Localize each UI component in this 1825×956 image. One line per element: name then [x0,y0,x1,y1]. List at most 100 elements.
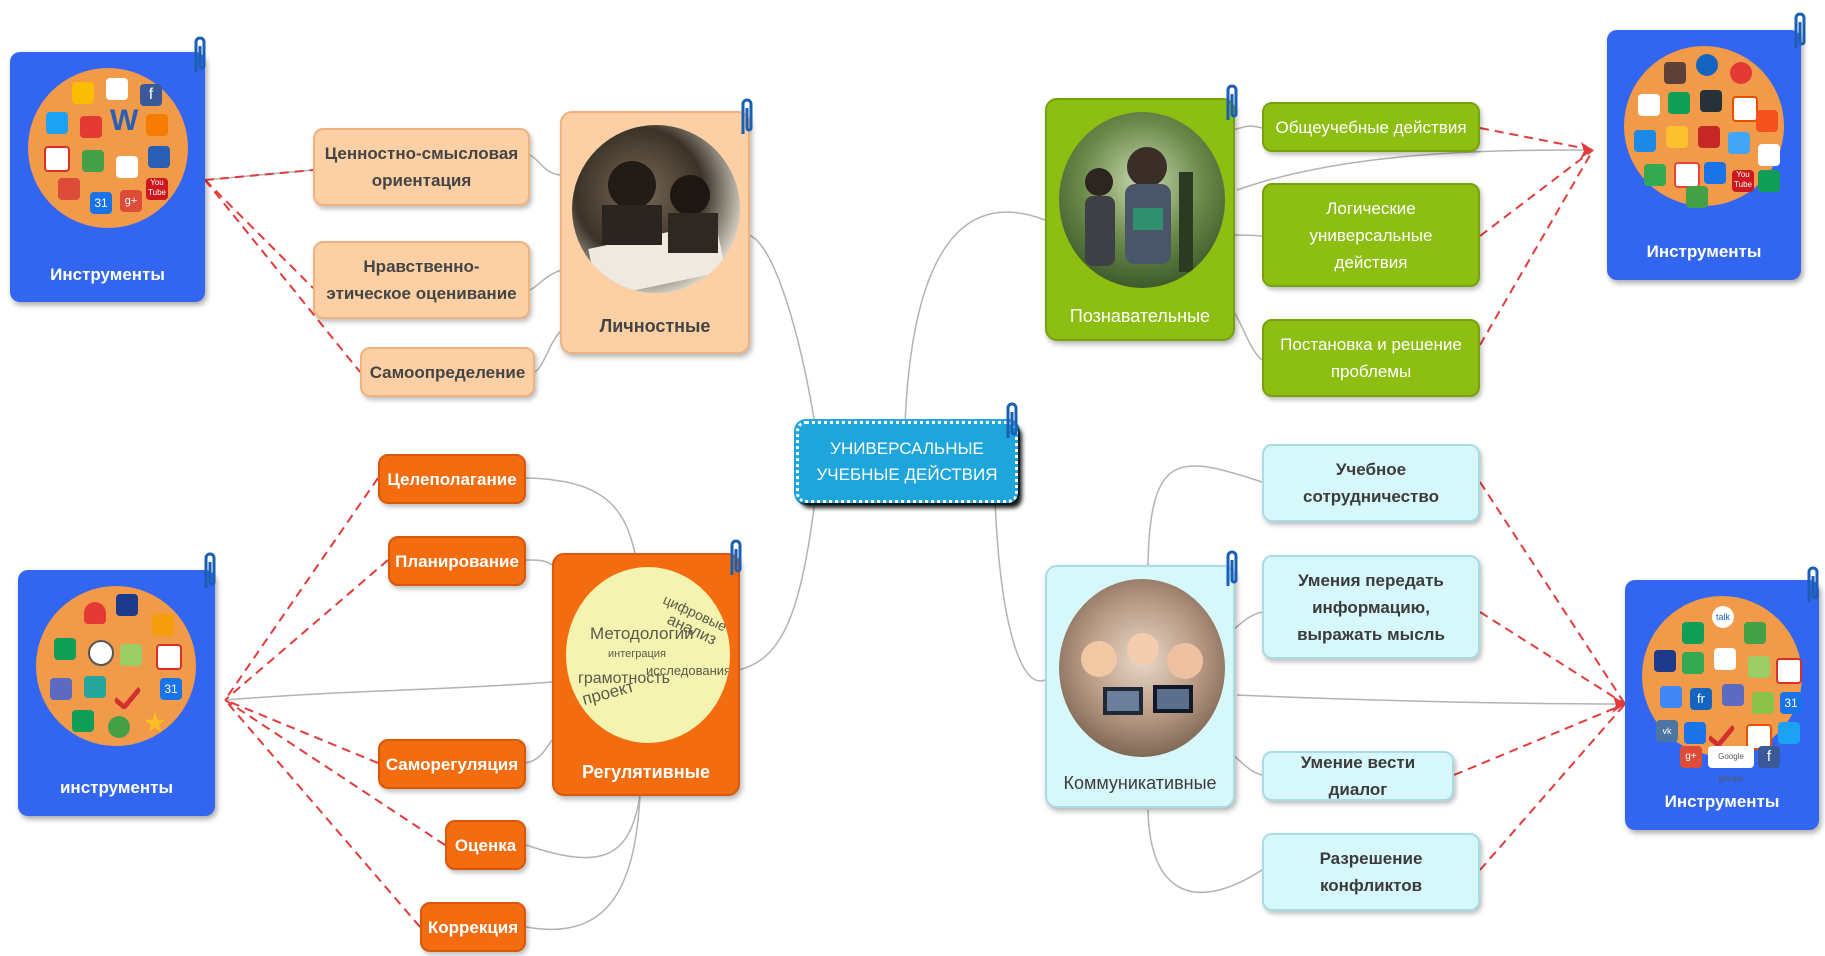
dash-bl-3 [224,699,379,764]
people-icon [50,678,72,700]
gmail-icon [44,146,70,172]
drive-icon [1660,686,1682,708]
regulatory-item-planning-label: Планирование [395,551,519,571]
cognitive-item-logical[interactable]: Логические универсальные действия [1262,183,1480,287]
tools-bottom-left-label: инструменты [59,778,174,797]
regulatory-item-selfregulation[interactable]: Саморегуляция [378,739,526,789]
google-plus-icon: g+ [120,190,142,212]
paperclip-icon[interactable] [1222,80,1242,124]
calendar-icon: 31 [90,192,112,214]
tools-icon-cluster: 31 [36,586,196,746]
paperclip-icon[interactable] [737,94,757,138]
word-icon: W [110,104,139,137]
link-personal-item2 [529,269,563,291]
branch-cognitive[interactable]: Познавательные [1045,98,1235,341]
branch-communicative[interactable]: Коммуникативные [1045,565,1235,808]
cognitive-item-problem[interactable]: Постановка и решение проблемы [1262,319,1480,397]
google-groups-icon: Google groups [1708,746,1754,783]
dash-tl-1 [204,169,314,181]
paperclip-icon[interactable] [1790,8,1810,52]
regulatory-item-assessment[interactable]: Оценка [445,820,526,870]
tools-bottom-right[interactable]: talk fr 31 vk g+ Google groups f Инструм… [1625,580,1819,830]
personal-item-values[interactable]: Ценностно-смысловая ориентация [313,128,530,206]
cognitive-item-general[interactable]: Общеучебные действия [1262,102,1480,152]
link-personal-item3 [534,329,563,373]
analytics-icon [1758,170,1780,192]
dash-bl-1 [224,477,379,701]
branch-cognitive-label: Познавательные [1069,306,1211,326]
personal-item-selfdetermination[interactable]: Самоопределение [360,347,535,397]
regulatory-item-goalsetting[interactable]: Целеполагание [378,454,526,504]
hangouts-icon [1744,622,1766,644]
regulatory-item-planning[interactable]: Планирование [388,536,526,586]
tools-bottom-left[interactable]: 31 инструменты [18,570,215,816]
wordcloud-word: интеграция [608,648,666,660]
communicative-item-cooperation[interactable]: Учебное сотрудничество [1262,444,1480,522]
link-center-cognitive [904,211,1046,426]
paperclip-icon[interactable] [200,548,220,592]
communicative-item-dialog-label: Умение вести диалог [1300,753,1416,799]
chat-icon [84,676,106,698]
tools-top-right[interactable]: You Tube Инструменты [1607,30,1801,280]
paperclip-icon[interactable] [1002,398,1022,442]
regulatory-item-correction[interactable]: Коррекция [420,902,526,952]
link-regulatory-item4 [525,794,641,859]
tools-icon-cluster: f W 31 g+ You Tube [28,68,188,228]
idea-icon [1666,126,1688,148]
children-laptops-image [1081,633,1203,715]
cognitive-photo [1059,112,1225,288]
arrowhead-tr [1580,142,1593,159]
link-tools-communicative [1236,694,1626,705]
blogger-icon [146,114,168,136]
communicative-item-conflicts[interactable]: Разрешение конфликтов [1262,833,1480,911]
sheets-icon [1682,622,1704,644]
communicative-item-dialog[interactable]: Умение вести диалог [1262,751,1454,801]
link-communicative-item4 [1147,809,1263,893]
personal-item-ethics[interactable]: Нравственно-этическое оценивание [313,241,530,319]
branch-personal-label: Личностные [599,316,711,336]
communicative-item-cooperation-label: Учебное сотрудничество [1303,460,1439,506]
tools-icon-cluster: talk fr 31 vk g+ Google groups f [1642,596,1802,783]
linkedin-icon [1634,130,1656,152]
tools-top-left[interactable]: f W 31 g+ You Tube Инструменты [10,52,205,302]
youtube-logo-icon: You Tube [1732,170,1754,192]
communicative-item-express[interactable]: Умения передать информацию, выражать мыс… [1262,555,1480,659]
regulatory-item-selfregulation-label: Саморегуляция [385,754,519,774]
wordcloud-image: цифровые анализ Методологии интеграция г… [578,591,730,709]
pinterest-icon [1730,62,1752,84]
dash-tl-3 [204,179,361,373]
photos-icon [1674,162,1700,188]
android-icon [1748,656,1770,678]
wordcloud-word: Методологии [590,624,694,643]
android-alt-icon [1752,692,1774,714]
paperclip-icon[interactable] [190,32,210,76]
paperclip-icon[interactable] [1222,546,1242,590]
central-topic[interactable]: УНИВЕРСАЛЬНЫЕ УЧЕБНЫЕ ДЕЙСТВИЯ [796,421,1018,503]
app-icon [116,594,138,616]
classroom-icon [1728,132,1750,154]
dash-bl-5 [224,699,421,928]
dashed-connectors [204,127,1626,928]
facebook-icon: f [1758,746,1780,768]
youtube-logo-icon: You Tube [146,178,168,200]
personal-photo [572,125,740,293]
personal-item-ethics-label: Нравственно-этическое оценивание [326,257,517,303]
twitter-icon [1778,722,1800,744]
regulatory-item-assessment-label: Оценка [454,835,517,855]
paperclip-icon[interactable] [726,535,746,579]
photos-icon [116,156,138,178]
books-icon [148,146,170,168]
docs-icon [1638,94,1660,116]
blogger-icon [1756,110,1778,132]
branch-personal[interactable]: Личностные [560,111,750,354]
slides-icon [1700,90,1722,112]
paperclip-icon[interactable] [1803,562,1823,606]
branch-regulatory[interactable]: цифровые анализ Методологии интеграция г… [552,553,740,796]
dash-br-1 [1479,481,1626,705]
app-icon [1664,62,1686,84]
maps-icon [1682,652,1704,674]
link-tools-cognitive [1236,149,1594,191]
books-icon [1686,186,1708,208]
dash-br-3 [1453,703,1626,776]
